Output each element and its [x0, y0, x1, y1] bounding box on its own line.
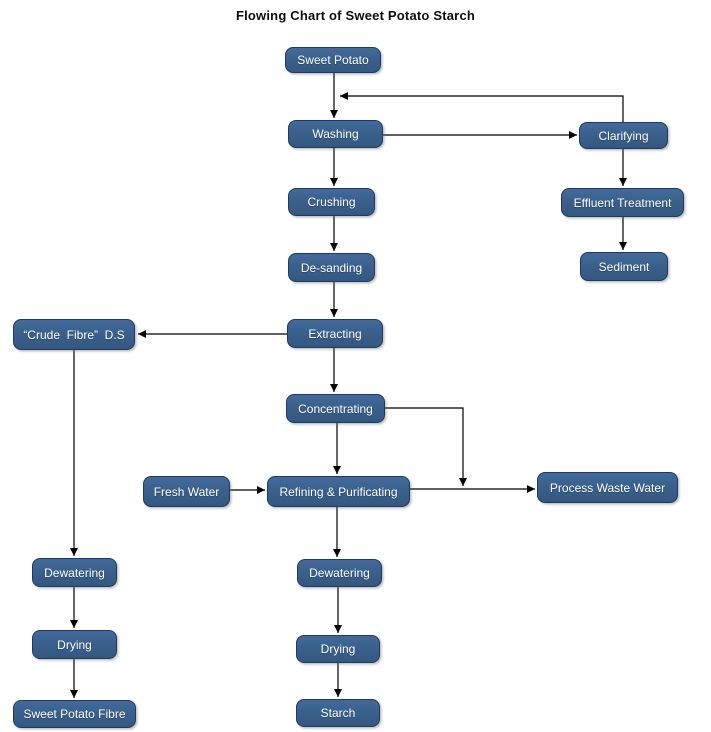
- node-dewatering-fibre: Dewatering: [32, 558, 117, 587]
- chart-title: Flowing Chart of Sweet Potato Starch: [235, 8, 476, 23]
- node-process-waste-water: Process Waste Water: [537, 472, 678, 503]
- node-fresh-water: Fresh Water: [143, 476, 230, 507]
- edge-concentrating-to-waste-line: [385, 407, 467, 486]
- node-refining-purificating: Refining & Purificating: [267, 476, 410, 507]
- node-effluent-treatment: Effluent Treatment: [561, 188, 684, 217]
- node-drying-fibre: Drying: [32, 630, 117, 659]
- node-dewatering-main: Dewatering: [297, 559, 382, 587]
- node-extracting: Extracting: [287, 319, 383, 348]
- node-sweet-potato-fibre: Sweet Potato Fibre: [13, 700, 136, 728]
- node-starch: Starch: [296, 699, 380, 727]
- node-concentrating: Concentrating: [286, 394, 385, 423]
- node-de-sanding: De-sanding: [288, 253, 375, 282]
- node-washing: Washing: [288, 120, 383, 148]
- node-crude-fibre: “Crude Fibre” D.S: [13, 319, 135, 350]
- node-crushing: Crushing: [288, 188, 375, 216]
- edge-clarifying-to-washing-recycle: [340, 92, 624, 122]
- node-drying-main: Drying: [296, 635, 380, 663]
- node-clarifying: Clarifying: [579, 122, 668, 149]
- node-sweet-potato: Sweet Potato: [285, 47, 381, 73]
- node-sediment: Sediment: [580, 252, 668, 281]
